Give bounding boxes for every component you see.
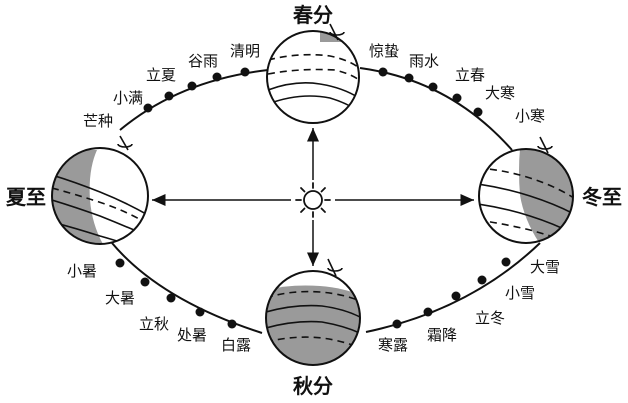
dot-lichun [429,83,438,92]
term-lichun: 立春 [455,66,485,84]
term-hanlu: 寒露 [378,336,408,354]
dot-hanlu [393,320,402,329]
dot-daxue [502,258,511,267]
label-autumn: 秋分 [293,374,333,398]
term-dashu: 大暑 [105,289,135,307]
dot-dashu [141,278,150,287]
dot-guyu [213,73,222,82]
dot-qingming [241,68,250,77]
label-summer: 夏至 [6,185,46,209]
dot-shuangjiang [424,308,433,317]
globe-summer [52,136,148,252]
label-spring: 春分 [292,3,333,27]
dot-dahan [453,94,462,103]
dot-mangzhong [144,104,153,113]
dot-yushui [405,74,414,83]
term-xiaohan: 小寒 [515,107,545,125]
dot-liqiu [167,294,176,303]
orbit-bottom-left [112,243,262,333]
summer-axis [120,136,128,150]
term-yushui: 雨水 [409,52,439,70]
sun-icon [296,183,330,217]
orbit-top-right [360,68,512,150]
term-lixia: 立夏 [146,66,176,84]
term-liqiu: 立秋 [139,315,169,333]
dot-lidong [452,292,461,301]
term-xiaoshu: 小暑 [67,262,97,280]
term-chushu: 处暑 [177,326,207,344]
globe-autumn [266,259,362,366]
term-shuangjiang: 霜降 [427,326,457,344]
dot-lixia [188,82,197,91]
dot-xiaoman [165,92,174,101]
dot-jingzhe [379,68,388,77]
term-qingming: 清明 [230,42,260,60]
term-daxue: 大雪 [530,258,560,276]
term-bailu: 白露 [221,336,251,354]
dot-xiaoxue [478,276,487,285]
term-lidong: 立冬 [475,309,505,327]
label-winter: 冬至 [582,185,622,209]
term-dahan: 大寒 [485,84,515,102]
term-xiaoman: 小满 [113,89,143,107]
dot-xiaohan [474,108,483,117]
term-guyu: 谷雨 [188,52,218,70]
dot-chushu [196,308,205,317]
sun-group [152,128,474,266]
dot-bailu [228,320,237,329]
term-mangzhong: 芒种 [83,112,113,130]
globe-winter [478,137,574,244]
dot-xiaoshu [116,259,125,268]
autumn-rotation-arrow [328,268,342,271]
term-jingzhe: 惊蛰 [369,42,399,60]
globe-spring [267,20,380,123]
spring-rotation-arrow [330,32,344,35]
term-xiaoxue: 小雪 [505,284,535,302]
